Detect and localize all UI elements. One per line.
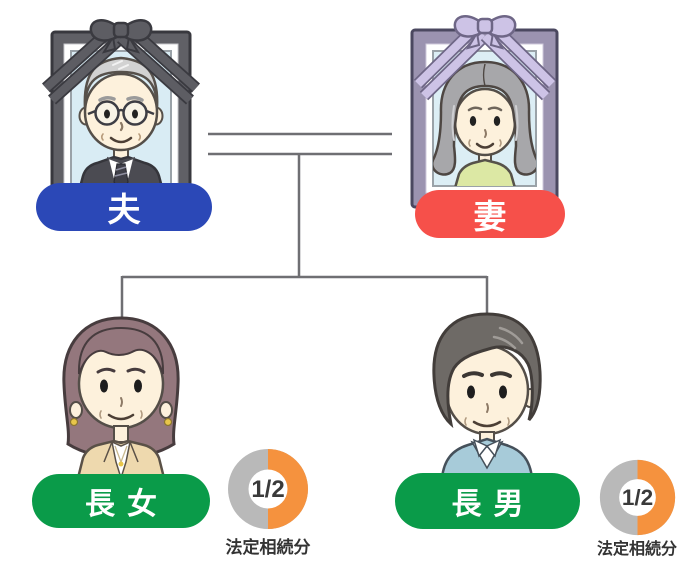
husband-badge: 夫 [36,183,212,231]
wife-memorial-portrait [410,15,559,209]
earring-icon [163,417,173,427]
husband-label: 夫 [107,191,141,228]
pendant-icon [118,461,124,467]
wife-photo-illustration [433,60,536,186]
husband-photo-illustration [76,56,166,195]
wife-label: 妻 [473,198,507,235]
son-illustration [432,312,542,478]
daughter-share-fraction: 1/2 [251,476,284,503]
mourning-ribbon-icon [413,15,557,101]
son-share-donut: 1/2 [599,459,676,536]
wife-badge: 妻 [415,190,565,238]
mourning-ribbon-icon [41,19,201,105]
daughter-label: 長女 [85,488,169,521]
earring-icon [69,417,79,427]
son-badge: 長男 [395,473,580,529]
daughter-share-caption: 法定相続分 [225,538,311,557]
daughter-badge: 長女 [32,474,210,528]
son-label: 長男 [451,488,536,521]
son-share-fraction: 1/2 [622,485,653,510]
son-share-caption: 法定相続分 [596,541,677,558]
daughter-share-donut: 1/2 [228,449,308,529]
daughter-illustration [62,316,180,480]
